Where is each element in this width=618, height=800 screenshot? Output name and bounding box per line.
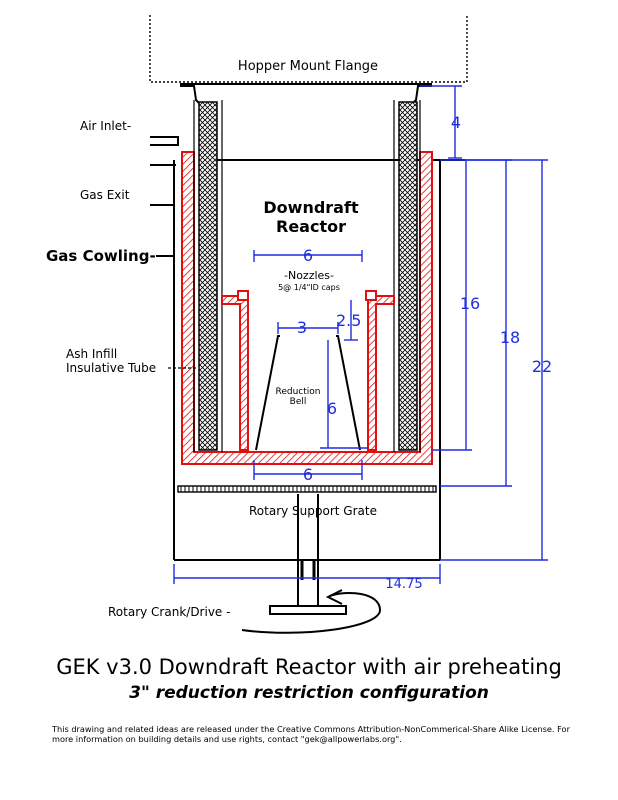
air-inlet-pipe [150,136,179,166]
nozzles-spec: 5@ 1/4"ID caps [278,283,340,292]
dim-bell-height: 6 [327,399,337,418]
right-insulative-tube [398,101,418,451]
dim-nozzle-gap: 2.5 [336,311,361,330]
ash-infill-label-line2: Insulative Tube [66,361,156,375]
rotary-crank-shaft [241,494,382,634]
ash-infill-label-line1: Ash Infill [66,347,117,361]
dim-outer-18: 18 [500,328,520,347]
drawing-title: GEK v3.0 Downdraft Reactor with air preh… [56,655,562,679]
dimension-lines [168,85,548,584]
rotary-support-grate [177,485,437,493]
dim-bell-top: 3 [297,318,307,337]
reactor-label-line1: Downdraft [263,198,359,217]
left-flange-bracket [180,85,201,105]
dim-overall-width: 14.75 [385,577,422,592]
reduction-bell-label-line2: Bell [290,397,307,407]
gas-cowling-label: Gas Cowling- [46,247,156,265]
hopper-flange [149,15,468,85]
left-insulative-tube [198,101,218,451]
reactor-body [173,159,465,561]
gas-exit-label: Gas Exit [80,188,130,202]
grate-label: Rotary Support Grate [249,504,377,518]
reactor-label-line2: Reactor [276,217,346,236]
hopper-flange-label: Hopper Mount Flange [238,59,378,74]
dim-bottom-width: 6 [303,465,313,484]
drawing-subtitle: 3" reduction restriction configuration [129,683,489,703]
nozzle-housing-right [365,290,395,451]
license-footer: This drawing and related ideas are relea… [52,724,570,744]
reduction-bell-label-line1: Reduction [276,387,321,397]
dim-outer-22: 22 [532,357,552,376]
nozzles-label: -Nozzles- [284,269,334,282]
dim-flange: 4 [451,113,461,132]
crank-label: Rotary Crank/Drive - [108,605,230,619]
nozzle-housing-left [221,290,249,451]
dim-outer-16: 16 [460,294,480,313]
air-inlet-label: Air Inlet- [80,119,131,133]
dim-top-width: 6 [303,246,313,265]
reduction-bell [255,335,361,451]
